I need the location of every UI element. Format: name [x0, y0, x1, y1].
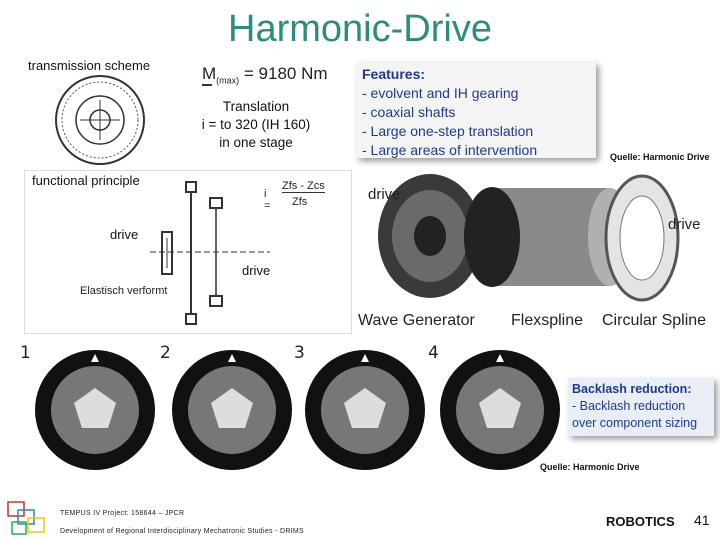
- gear-step-3: [305, 350, 425, 470]
- drive-label-top: drive: [368, 186, 401, 203]
- tempus-logo-icon: [7, 501, 45, 535]
- step-number-3: 3: [294, 343, 305, 363]
- features-box: Features: - evolvent and IH gearing - co…: [356, 62, 596, 158]
- gear-step-1: [35, 350, 155, 470]
- functional-principle-panel: [24, 170, 352, 334]
- page-title: Harmonic-Drive: [228, 8, 492, 50]
- page-number: 41: [694, 512, 710, 528]
- dash-mark: [202, 84, 212, 86]
- label-flexspline: Flexspline: [511, 312, 584, 329]
- photo-source: Quelle: Harmonic Drive: [610, 152, 710, 162]
- transmission-scheme-drawing: [55, 75, 145, 165]
- step-number-2: 2: [160, 343, 171, 363]
- steps-source: Quelle: Harmonic Drive: [540, 462, 640, 472]
- drive-label-bottom: drive: [242, 263, 271, 278]
- step-number-1: 1: [20, 343, 31, 363]
- drive-label-left: drive: [110, 227, 139, 242]
- gear-sequence-images: [35, 350, 560, 470]
- torque-formula: M(max) = 9180 Nm: [202, 64, 328, 86]
- footer-subtitle: Development of Regional Interdisciplinar…: [60, 528, 305, 535]
- gear-step-2: [172, 350, 292, 470]
- translation-text: Translation i = to 320 (IH 160) in one s…: [201, 99, 311, 150]
- label-wave-generator: Wave Generator: [358, 312, 475, 329]
- elastic-label: Elastisch verformt: [80, 285, 168, 297]
- gear-step-4: [440, 350, 560, 470]
- footer-brand: ROBOTICS: [606, 514, 675, 529]
- functional-principle-drawing: [150, 181, 270, 325]
- footer-project: TEMPUS IV Project: 158644 – JPCR: [60, 510, 185, 517]
- drive-label-right: drive: [668, 216, 701, 233]
- step-number-4: 4: [428, 343, 439, 363]
- functional-principle-label: functional principle: [32, 173, 140, 188]
- backlash-box: Backlash reduction: - Backlash reduction…: [568, 378, 714, 436]
- transmission-scheme-label: transmission scheme: [28, 58, 151, 73]
- harmonic-drive-exploded-view: [378, 174, 680, 302]
- label-circular-spline: Circular Spline: [602, 312, 707, 329]
